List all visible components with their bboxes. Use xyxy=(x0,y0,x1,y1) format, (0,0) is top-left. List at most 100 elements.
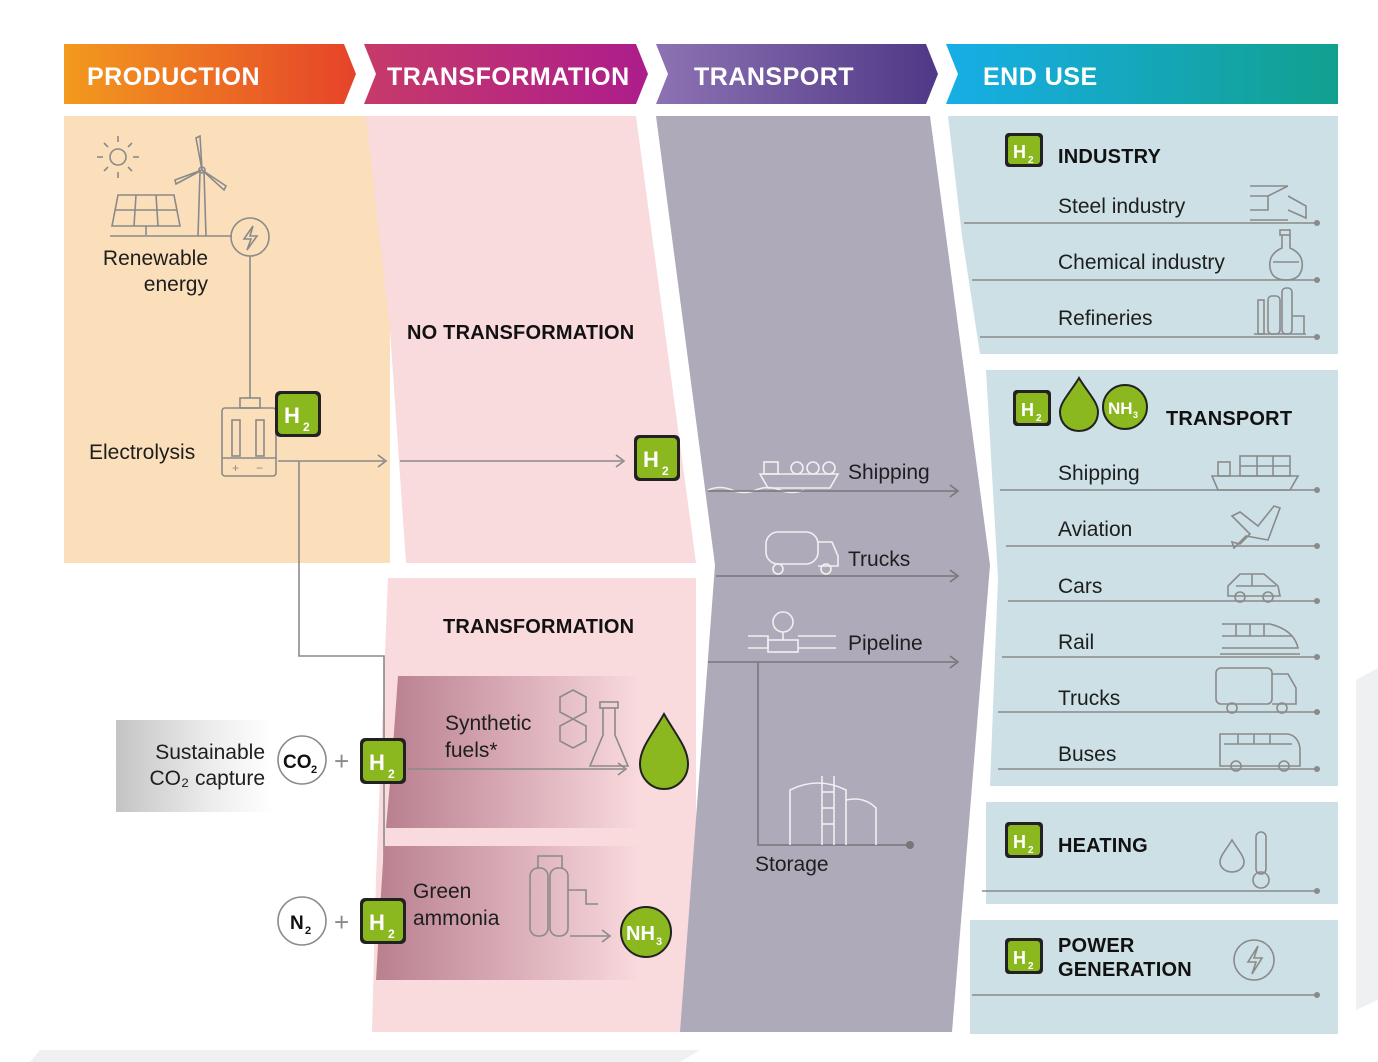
refinery-icon xyxy=(1254,287,1306,335)
svg-text:2: 2 xyxy=(303,420,310,434)
svg-text:3: 3 xyxy=(656,936,662,948)
n2-molecule-icon: N 2 xyxy=(277,896,327,946)
lightning-icon xyxy=(1233,939,1275,981)
svg-text:2: 2 xyxy=(1036,413,1042,424)
industry-item-steel: Steel industry xyxy=(1058,195,1186,218)
transport-trucks-label: Trucks xyxy=(848,548,910,571)
green-ammonia-band xyxy=(376,846,640,980)
renewable-energy-label-1: Renewable xyxy=(103,247,208,270)
header-production-label: PRODUCTION xyxy=(87,63,260,91)
end-use-industry-panel xyxy=(948,116,1338,354)
decorative-shape xyxy=(1356,668,1378,1010)
nh3-badge-icon: NH 3 xyxy=(620,906,672,958)
transport-end-use-title: TRANSPORT xyxy=(1166,408,1292,430)
storage-tank-icon xyxy=(789,776,877,845)
car-icon xyxy=(1227,573,1281,603)
h2-badge-icon: H 2 xyxy=(634,435,680,481)
svg-text:+: + xyxy=(232,461,239,475)
tank-truck-icon xyxy=(765,531,839,575)
end-use-buses: Buses xyxy=(1058,743,1116,766)
green-ammonia-label-2: ammonia xyxy=(413,907,500,930)
svg-text:H: H xyxy=(643,447,659,472)
svg-text:N: N xyxy=(290,913,304,934)
svg-text:2: 2 xyxy=(662,464,669,478)
no-transformation-label: NO TRANSFORMATION xyxy=(407,322,634,344)
co2-capture-label-1: Sustainable xyxy=(155,741,265,764)
hexagon-molecule-icon xyxy=(559,689,587,749)
co2-molecule-icon: CO 2 xyxy=(277,735,327,785)
header-transport-label: TRANSPORT xyxy=(694,63,854,91)
industry-item-refineries: Refineries xyxy=(1058,307,1153,330)
green-ammonia-label-1: Green xyxy=(413,880,471,903)
fuel-drop-icon xyxy=(1058,376,1100,433)
co2-capture-box xyxy=(116,720,272,812)
electrolyser-icon: + − xyxy=(221,397,277,477)
end-use-cars: Cars xyxy=(1058,575,1102,598)
header-transformation-label: TRANSFORMATION xyxy=(387,63,630,91)
svg-text:NH: NH xyxy=(1108,399,1133,418)
h2-badge-icon: H 2 xyxy=(1013,390,1051,426)
electrolysis-label: Electrolysis xyxy=(89,441,195,464)
svg-text:2: 2 xyxy=(388,767,395,781)
tanker-ship-icon xyxy=(707,461,840,494)
svg-text:2: 2 xyxy=(1028,961,1034,972)
wind-turbine-icon xyxy=(174,134,228,237)
h2-badge-icon: H 2 xyxy=(1005,822,1043,858)
transport-panel xyxy=(656,116,990,1032)
industry-title: INDUSTRY xyxy=(1058,146,1162,168)
svg-text:2: 2 xyxy=(305,925,311,937)
transport-shipping-label: Shipping xyxy=(848,461,930,484)
end-use-rail: Rail xyxy=(1058,631,1094,654)
heating-title: HEATING xyxy=(1058,835,1148,857)
header-end-use xyxy=(946,44,1338,104)
svg-text:H: H xyxy=(1013,948,1026,968)
steel-beam-icon xyxy=(1250,185,1307,221)
industry-item-chemical: Chemical industry xyxy=(1058,251,1225,274)
power-generation-title-1: POWER xyxy=(1058,935,1135,957)
svg-text:H: H xyxy=(1013,832,1026,852)
svg-text:H: H xyxy=(369,910,385,935)
synthetic-fuels-label-2: fuels* xyxy=(445,739,498,762)
svg-text:3: 3 xyxy=(1133,410,1138,420)
synthetic-fuels-label-1: Synthetic xyxy=(445,712,531,735)
train-icon xyxy=(1220,623,1300,655)
box-truck-icon xyxy=(1215,667,1297,714)
power-generation-title-2: GENERATION xyxy=(1058,959,1192,981)
transformation-label: TRANSFORMATION xyxy=(443,616,634,638)
end-use-trucks: Trucks xyxy=(1058,687,1120,710)
transport-pipeline-label: Pipeline xyxy=(848,632,923,655)
sun-icon xyxy=(97,136,139,178)
header-end-use-label: END USE xyxy=(983,63,1098,91)
svg-text:2: 2 xyxy=(1028,845,1034,856)
bus-icon xyxy=(1219,733,1301,772)
svg-text:−: − xyxy=(256,461,263,475)
plus-sign: + xyxy=(334,746,349,776)
fuel-drop-icon xyxy=(638,711,690,791)
transport-storage-label: Storage xyxy=(755,853,829,876)
h2-badge-icon: H 2 xyxy=(1005,938,1043,974)
nh3-badge-icon: NH 3 xyxy=(1102,384,1148,430)
header-transformation xyxy=(364,44,648,104)
h2-badge-icon: H 2 xyxy=(275,391,321,437)
flame-thermometer-icon xyxy=(1219,831,1270,889)
svg-text:H: H xyxy=(284,403,300,428)
flask-icon xyxy=(588,701,630,767)
svg-text:2: 2 xyxy=(1028,155,1034,166)
pipeline-icon xyxy=(748,611,836,653)
airplane-icon xyxy=(1230,505,1282,550)
h2-badge-icon: H 2 xyxy=(360,898,406,944)
svg-text:2: 2 xyxy=(311,764,317,776)
h2-badge-icon: H 2 xyxy=(360,738,406,784)
decorative-shape xyxy=(30,1050,700,1062)
end-use-heating-panel xyxy=(986,802,1338,904)
end-use-transport-panel xyxy=(986,370,1338,786)
renewable-energy-label-2: energy xyxy=(144,273,209,296)
svg-text:H: H xyxy=(369,750,385,775)
h2-badge-icon: H 2 xyxy=(1005,133,1043,167)
header-production xyxy=(64,44,356,104)
production-panel xyxy=(64,116,390,563)
plus-sign: + xyxy=(334,907,349,937)
transformation-panel-top xyxy=(366,116,696,563)
svg-text:2: 2 xyxy=(388,927,395,941)
